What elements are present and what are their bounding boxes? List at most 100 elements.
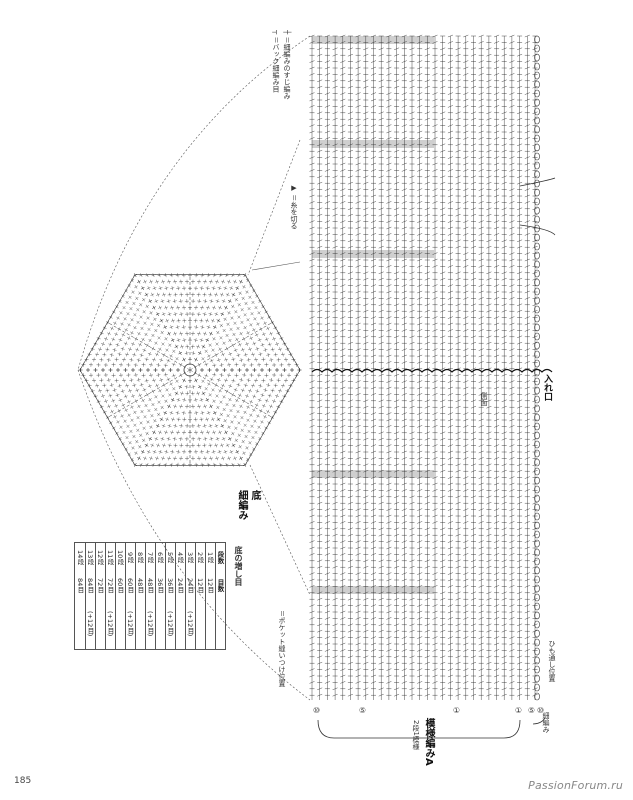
table-cell: 2段 <box>196 551 204 563</box>
table-cell: 60目 <box>116 577 124 593</box>
pocket-band <box>312 140 434 148</box>
chain-loops <box>534 35 540 701</box>
legend-note-1: ┼ ＝細編みのすじ編み <box>283 30 291 100</box>
table-cell: 10段 <box>116 549 124 565</box>
table-cell: 84目 <box>76 577 84 593</box>
table-row: 11段 72目 (+12目) <box>105 543 116 649</box>
table-row: 3段 24目 (+12目) <box>185 543 196 649</box>
table-cell: (+12目) <box>86 611 94 637</box>
pattern-bracket <box>317 719 521 739</box>
table-header: 目数 <box>216 578 224 592</box>
opening-row <box>311 368 553 373</box>
table-cell: 5段 <box>166 551 174 563</box>
pattern-note: 2段1模様 <box>412 720 420 750</box>
table-row: 2段 12目 <box>195 543 206 649</box>
table-cell: 7段 <box>146 551 154 563</box>
table-row: 12段 72目 <box>95 543 106 649</box>
table-row: 4段 24目 <box>175 543 186 649</box>
table-cell <box>175 599 185 649</box>
hexagon-spokes <box>108 276 272 464</box>
table-cell: 48目 <box>136 577 144 593</box>
pocket-band <box>312 470 434 478</box>
opening-label: 入れ口 <box>542 374 552 401</box>
edge-label: 細編み <box>542 712 550 733</box>
table-cell: 72目 <box>106 577 114 593</box>
table-row: 6段 36目 <box>155 543 166 649</box>
table-cell: 72目 <box>96 577 104 593</box>
table-cell: (+12目) <box>186 611 194 637</box>
table-cell <box>135 599 145 649</box>
table-cell: 14段 <box>76 549 84 565</box>
side-label: 側面 <box>480 392 488 406</box>
table-cell: (+12目) <box>106 611 114 637</box>
guide-line <box>249 464 311 596</box>
legend-cut-thread: ▶ ＝糸を切る <box>290 184 298 230</box>
magic-ring <box>183 363 197 377</box>
row-marker: ① <box>514 706 523 715</box>
guide-line <box>251 261 301 271</box>
bottom-title: 底 <box>249 490 260 500</box>
table-row: 13段 84目 (+12目) <box>85 543 96 649</box>
table-cell: 12段 <box>96 549 104 565</box>
table-cell: (+12目) <box>166 611 174 637</box>
table-cell: 1段 <box>206 551 214 563</box>
table-row: 8段 48目 <box>135 543 146 649</box>
table-cell: 84目 <box>86 577 94 593</box>
edge-arrow <box>532 717 546 725</box>
table-cell: 3段 <box>186 551 194 563</box>
table-cell: 8段 <box>136 551 144 563</box>
row-marker: ⑩ <box>312 706 321 715</box>
table-cell: 9段 <box>126 551 134 563</box>
watermark: PassionForum.ru <box>528 779 623 792</box>
bottom-subtitle: 細編み <box>236 490 247 520</box>
row-marker: ⑩ <box>536 706 545 715</box>
legend-note-2: ┬ ＝バック細編み目 <box>272 30 280 93</box>
table-cell: 6段 <box>156 551 164 563</box>
table-cell: 24目 <box>176 577 184 593</box>
table-cell: 24目 <box>186 577 194 593</box>
guide-line <box>77 35 311 371</box>
table-header-column: 段数目数 <box>215 543 225 649</box>
table-cell: 48目 <box>146 577 154 593</box>
table-cell: (+12目) <box>126 611 134 637</box>
table-cell: 13段 <box>86 549 94 565</box>
table-cell: 60目 <box>126 577 134 593</box>
table-cell: 12目 <box>196 577 204 593</box>
pocket-band <box>312 586 434 594</box>
table-row: 14段 84目 <box>75 543 86 649</box>
table-cell <box>155 599 165 649</box>
page-number: 185 <box>14 776 32 786</box>
table-cell: 36目 <box>156 577 164 593</box>
table-row: 10段 60目 <box>115 543 126 649</box>
table-cell: 12目 <box>206 577 214 593</box>
table-cell <box>95 599 105 649</box>
table-row: 9段 60目 (+12目) <box>125 543 136 649</box>
pocket-band <box>312 36 434 44</box>
stitch-marks <box>309 34 538 700</box>
table-cell: 11段 <box>106 549 114 565</box>
row-marker: ⑤ <box>358 706 367 715</box>
legend-pocket-position: ＝ポケット縫いつけ位置 <box>278 610 286 687</box>
row-marker: ⑤ <box>527 706 536 715</box>
string-position-label: ひも通し位置 <box>548 640 556 682</box>
table-header: 段数 <box>216 550 224 564</box>
pattern-title: 模様編みA <box>423 718 434 766</box>
guide-line <box>247 139 301 276</box>
table-cell: (+12目) <box>146 611 154 637</box>
string-curve <box>519 177 556 187</box>
table-cell <box>195 599 205 649</box>
row-marker: ① <box>452 706 461 715</box>
table-cell <box>205 599 215 649</box>
string-curve <box>519 224 556 236</box>
table-cell <box>115 599 125 649</box>
table-cell <box>75 599 85 649</box>
table-row: 5段 36目 (+12目) <box>165 543 176 649</box>
table-row: 7段 48目 (+12目) <box>145 543 156 649</box>
table-cell: 36目 <box>166 577 174 593</box>
table-cell: 4段 <box>176 551 184 563</box>
table-row: 1段 12目 <box>205 543 216 649</box>
stitch-grid <box>309 34 538 700</box>
increase-table-title: 底の増し目 <box>234 546 243 586</box>
